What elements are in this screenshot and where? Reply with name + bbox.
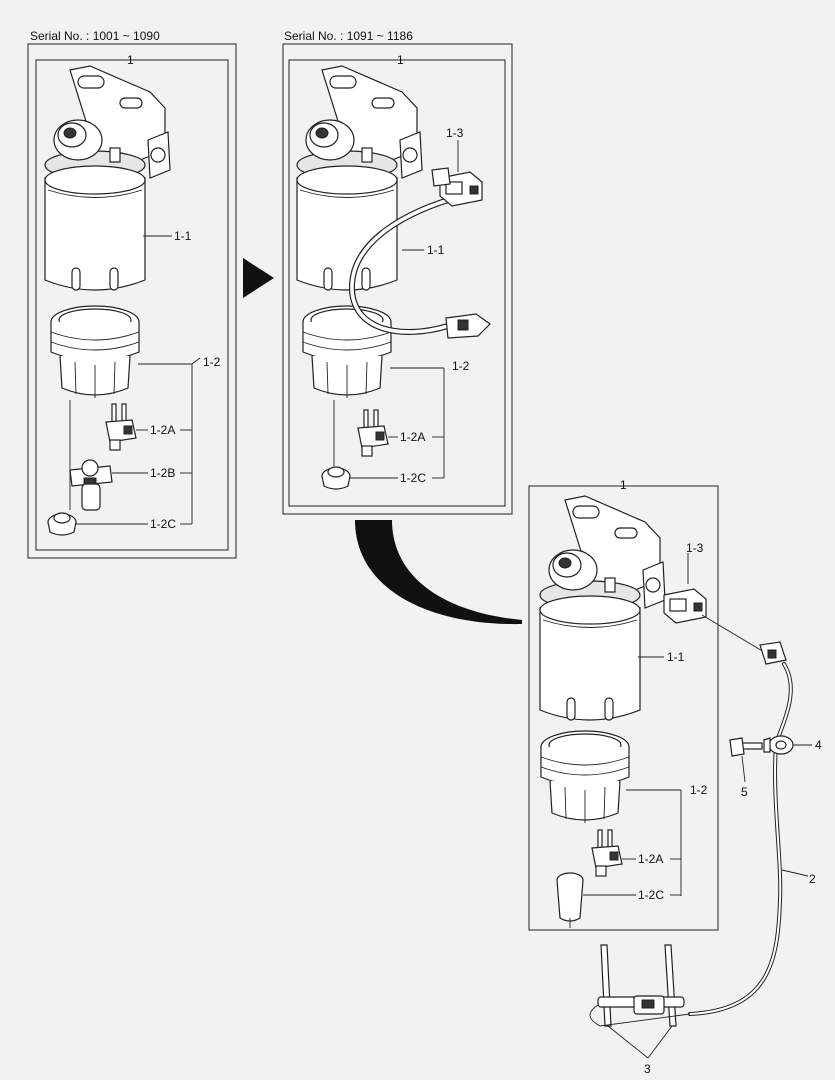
label-bolt-5: 5 [741, 785, 748, 799]
clamp-4 [763, 735, 794, 755]
new-filter-head [296, 65, 423, 180]
label-current-1-3: 1-3 [686, 541, 704, 555]
label-new-1: 1 [397, 53, 404, 67]
current-filter-head [539, 495, 666, 610]
triangle-arrow-right-icon [243, 258, 274, 298]
old-sensor-1-2b [69, 459, 113, 511]
curved-arrow-icon [355, 520, 522, 625]
panel-old: Serial No. : 1001 ~ 1090 1 1-1 1-2 1-2A … [27, 29, 237, 559]
panel-old-frame [27, 43, 237, 559]
label-new-1-2: 1-2 [452, 359, 470, 373]
harness-cable-2 [688, 662, 793, 1016]
current-drain-plug [556, 872, 584, 928]
old-filter-head [44, 65, 171, 180]
label-new-1-2a: 1-2A [400, 430, 425, 444]
label-new-1-2c: 1-2C [400, 471, 426, 485]
label-old-1-2a: 1-2A [150, 423, 175, 437]
new-filter-cap [302, 305, 392, 399]
current-filter-cap [540, 730, 630, 824]
harness-connector [759, 641, 787, 665]
panel-current: 1 1-3 1-1 1-2 1-2A 1-2C [528, 478, 719, 931]
label-current-1-2c: 1-2C [638, 888, 664, 902]
label-old-1-2b: 1-2B [150, 466, 175, 480]
label-current-1-1: 1-1 [667, 650, 685, 664]
panel-new: Serial No. : 1091 ~ 1186 1 1-3 1-1 1-2 1… [282, 29, 513, 515]
new-drain-plug [321, 466, 351, 490]
panel-new-serial: Serial No. : 1091 ~ 1186 [284, 29, 413, 43]
panel-old-inner-frame [35, 59, 229, 551]
label-old-1-1: 1-1 [174, 229, 192, 243]
label-ties-3: 3 [644, 1062, 651, 1076]
label-current-1-2: 1-2 [690, 783, 708, 797]
panel-new-inner-frame [288, 59, 506, 507]
label-old-1-2c: 1-2C [150, 517, 176, 531]
current-filter-housing [539, 595, 641, 721]
new-wire-harness [348, 193, 491, 339]
label-new-1-1: 1-1 [427, 243, 445, 257]
label-old-1: 1 [127, 53, 134, 67]
current-connector-1-3 [663, 588, 707, 624]
harness-assembly: 4 5 2 3 [589, 614, 822, 1076]
cable-ties-3 [589, 944, 691, 1027]
new-sensor-1-2a [357, 409, 389, 457]
panel-old-serial: Serial No. : 1001 ~ 1090 [30, 29, 160, 43]
label-new-1-3: 1-3 [446, 126, 464, 140]
old-filter-cap [50, 305, 140, 399]
label-clamp-4: 4 [815, 738, 822, 752]
panel-new-frame [282, 43, 513, 515]
current-sensor-1-2a [591, 829, 623, 877]
old-filter-housing [44, 165, 146, 291]
label-harness-2: 2 [809, 872, 816, 886]
panel-current-frame [528, 485, 719, 931]
bolt-5 [729, 737, 763, 757]
label-old-1-2: 1-2 [203, 355, 221, 369]
label-current-1: 1 [620, 478, 627, 492]
new-filter-housing [296, 165, 398, 291]
label-current-1-2a: 1-2A [638, 852, 663, 866]
old-drain-plug [47, 512, 77, 536]
old-sensor-1-2a [105, 403, 137, 451]
